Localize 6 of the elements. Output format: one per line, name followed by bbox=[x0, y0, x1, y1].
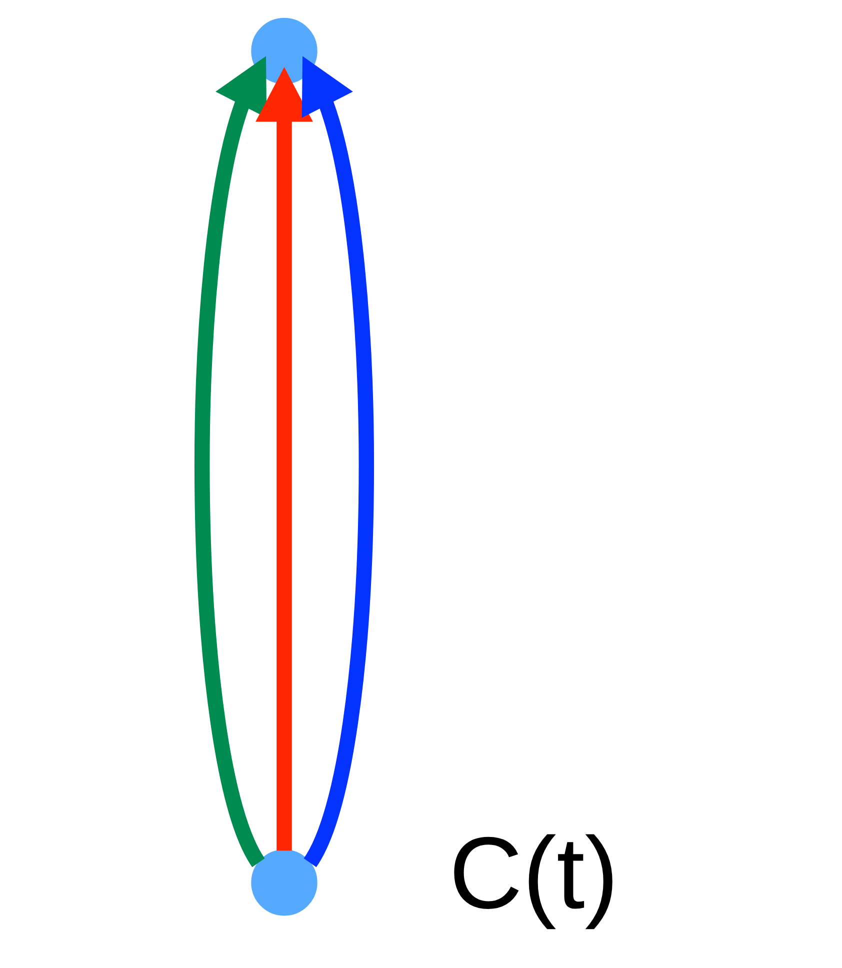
label: C(t) bbox=[448, 816, 619, 930]
arrow bbox=[256, 67, 313, 851]
node-circle bbox=[251, 18, 318, 84]
node-circle bbox=[251, 849, 318, 916]
arrow bbox=[302, 56, 374, 866]
arrow bbox=[194, 56, 267, 866]
